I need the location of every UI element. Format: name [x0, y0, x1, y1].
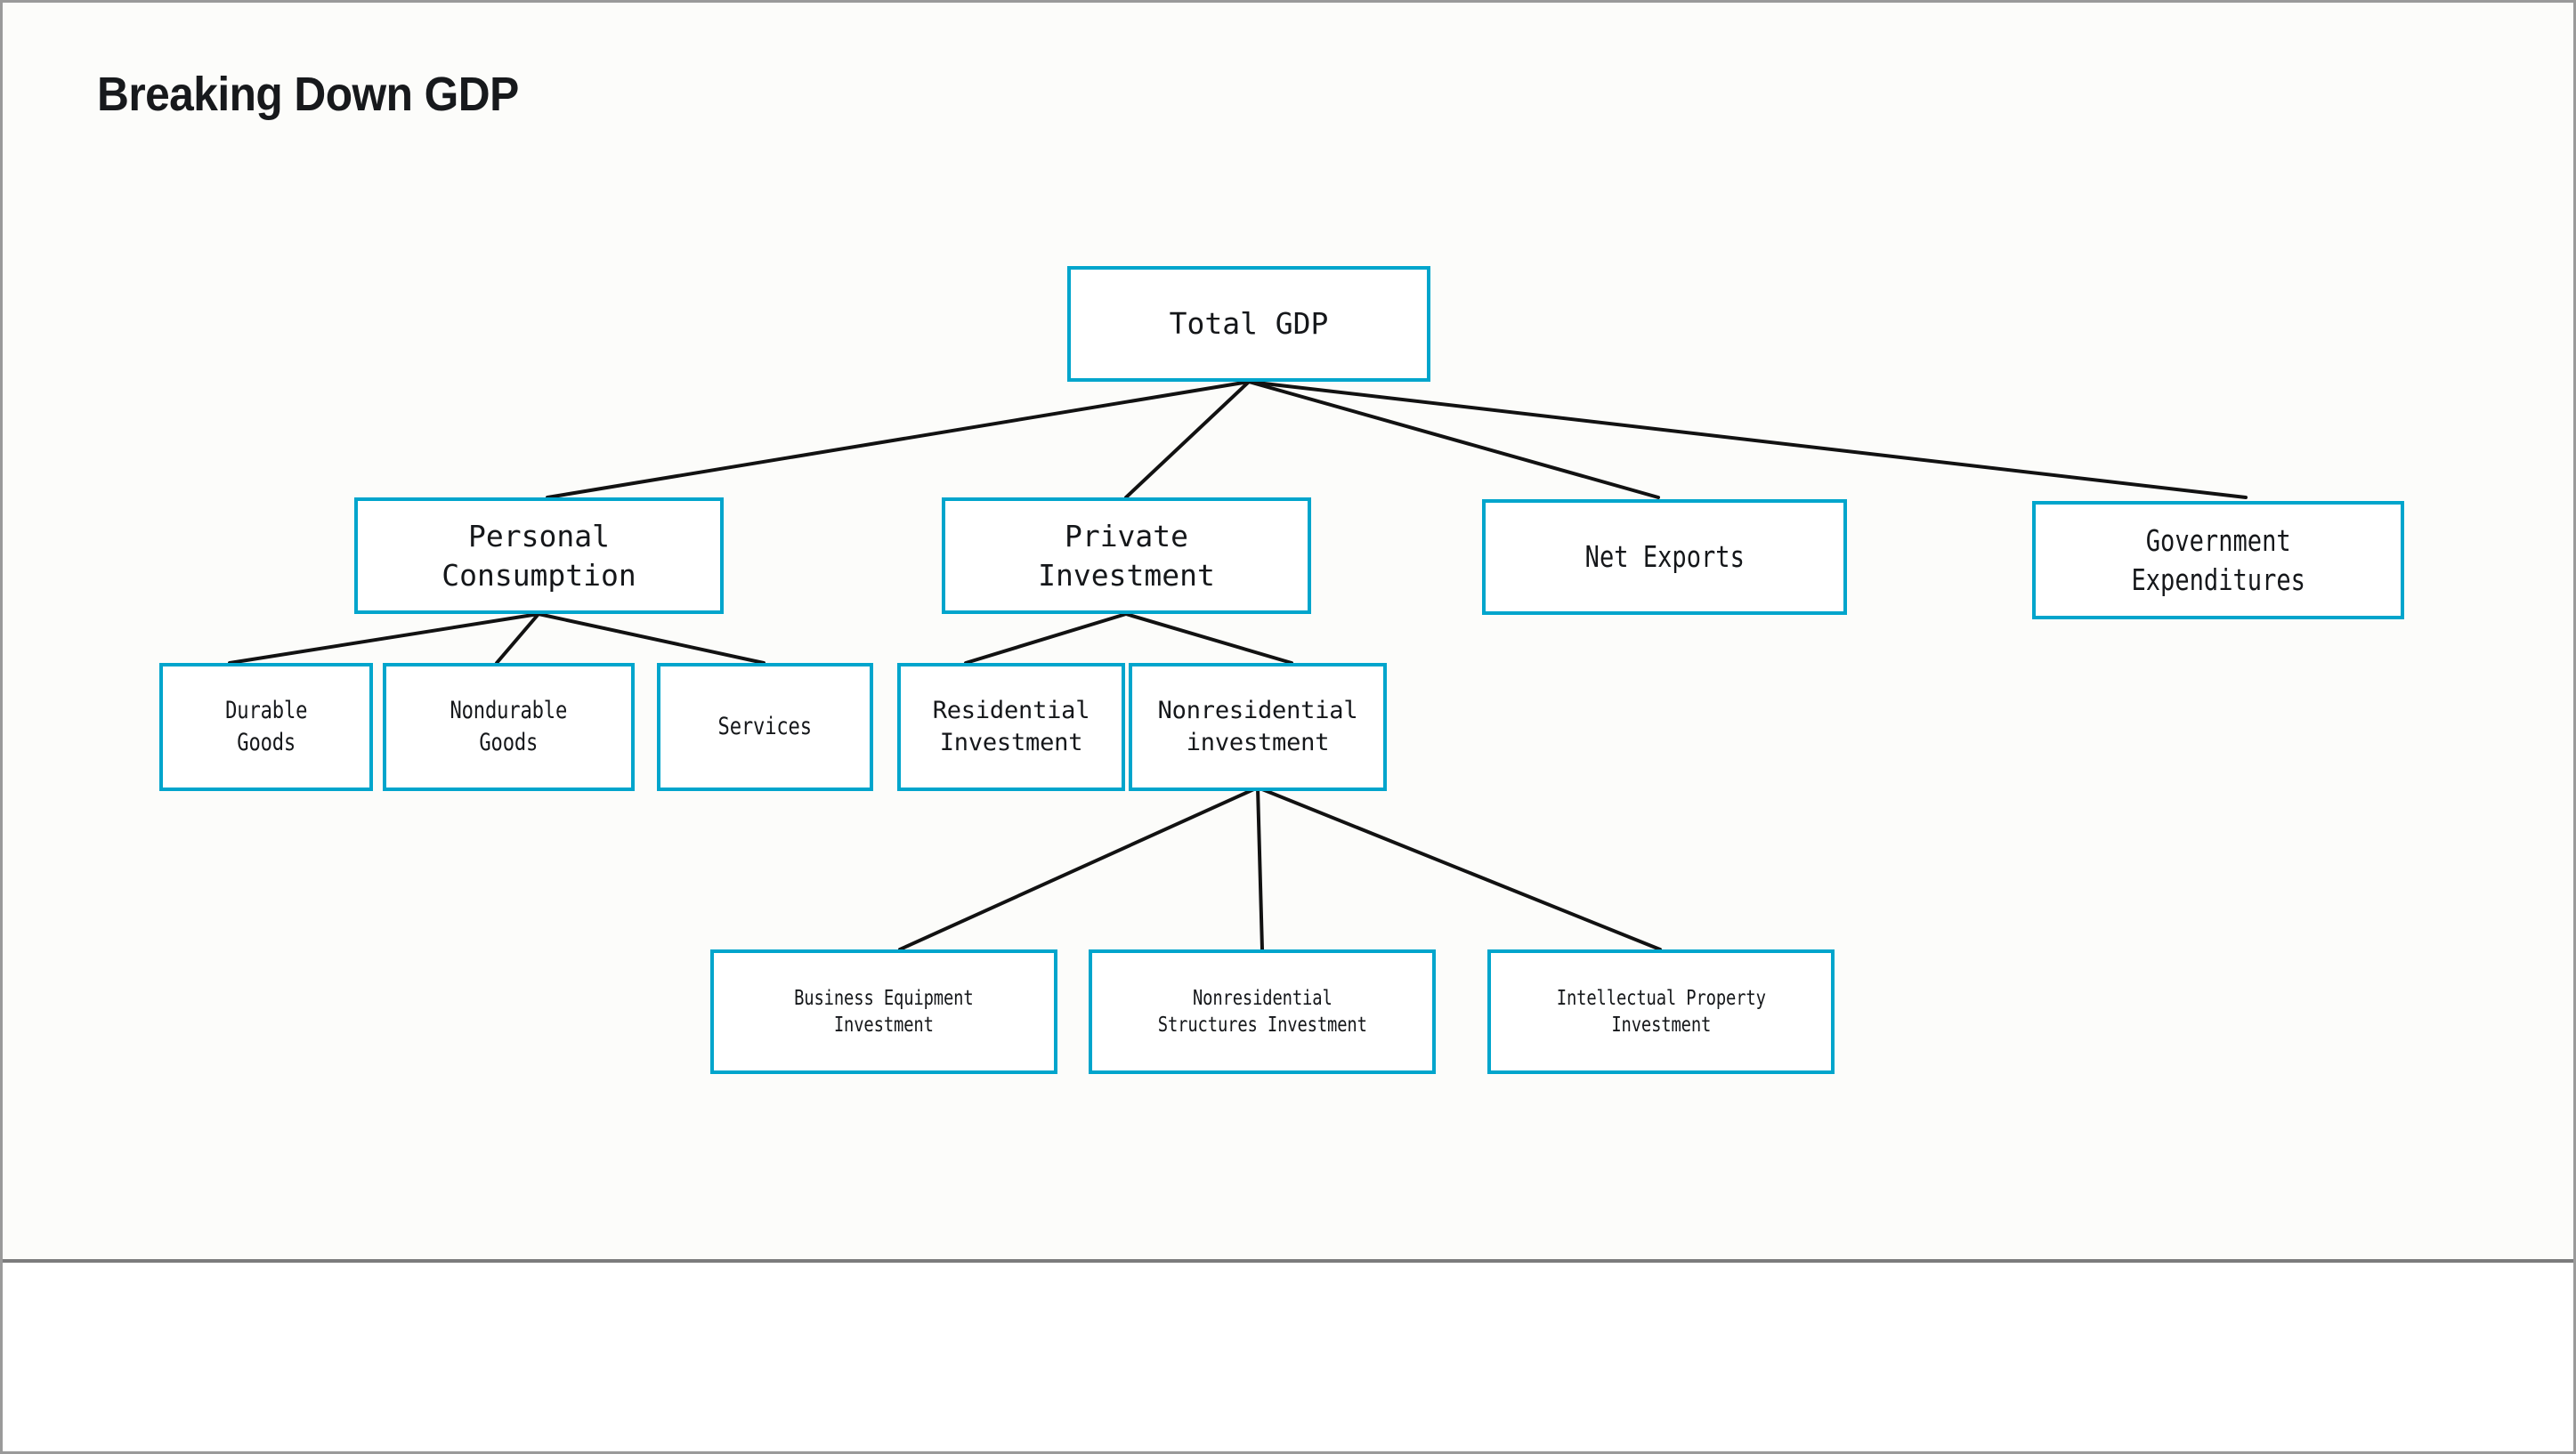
edge-nonresidential-to-business-equipment [898, 786, 1260, 951]
edge-nonresidential-to-intellectual-property [1256, 786, 1662, 951]
node-nonresidential-structures-investment[interactable]: Nonresidential Structures Investment [1089, 949, 1436, 1074]
node-services[interactable]: Services [657, 663, 873, 791]
node-label-nonresidential-investment: Nonresidential investment [1157, 697, 1358, 756]
node-label-services: Services [717, 713, 813, 741]
node-nonresidential-investment[interactable]: Nonresidential investment [1129, 663, 1387, 791]
node-label-intellectual-property-investment: Intellectual Property Investment [1556, 986, 1766, 1037]
node-total-gdp[interactable]: Total GDP [1067, 266, 1430, 382]
node-durable-goods[interactable]: Durable Goods [159, 663, 373, 791]
node-residential-investment[interactable]: Residential Investment [897, 663, 1125, 791]
edge-total-gdp-to-net-exports [1247, 380, 1660, 499]
node-business-equipment-investment[interactable]: Business Equipment Investment [710, 949, 1057, 1074]
node-personal-consumption[interactable]: Personal Consumption [354, 497, 724, 614]
edge-personal-consumption-to-nondurable-goods [495, 612, 540, 665]
node-private-investment[interactable]: Private Investment [942, 497, 1311, 614]
node-label-residential-investment: Residential Investment [932, 697, 1090, 756]
node-nondurable-goods[interactable]: Nondurable Goods [383, 663, 635, 791]
node-label-private-investment: Private Investment [1038, 518, 1215, 593]
footer: EPB This report is prepared for the excl… [3, 1266, 2573, 1451]
node-label-durable-goods: Durable Goods [224, 697, 308, 756]
node-label-nonresidential-structures-investment: Nonresidential Structures Investment [1157, 986, 1367, 1037]
edge-private-investment-to-nonresidential-investment [1124, 612, 1293, 665]
edge-nonresidential-to-nonres-structures [1256, 786, 1264, 951]
node-label-business-equipment-investment: Business Equipment Investment [794, 986, 974, 1037]
edge-total-gdp-to-government-expenditures [1247, 380, 2248, 499]
node-net-exports[interactable]: Net Exports [1482, 499, 1847, 615]
node-label-net-exports: Net Exports [1584, 539, 1745, 575]
gdp-breakdown-diagram: Total GDP Personal Consumption Private I… [3, 3, 2573, 1263]
node-label-nondurable-goods: Nondurable Goods [450, 697, 568, 756]
node-intellectual-property-investment[interactable]: Intellectual Property Investment [1487, 949, 1835, 1074]
edge-personal-consumption-to-services [537, 612, 766, 665]
node-government-expenditures[interactable]: Government Expenditures [2032, 501, 2404, 619]
edge-personal-consumption-to-durable-goods [228, 612, 540, 665]
edge-total-gdp-to-private-investment [1124, 380, 1251, 499]
node-label-total-gdp: Total GDP [1169, 306, 1329, 342]
slide-canvas: Breaking Down GDP [3, 3, 2573, 1263]
node-label-government-expenditures: Government Expenditures [2131, 522, 2305, 597]
node-label-personal-consumption: Personal Consumption [441, 518, 636, 593]
edge-total-gdp-to-personal-consumption [546, 380, 1251, 499]
page-title: Breaking Down GDP [97, 68, 519, 121]
edge-private-investment-to-residential-investment [964, 612, 1128, 665]
